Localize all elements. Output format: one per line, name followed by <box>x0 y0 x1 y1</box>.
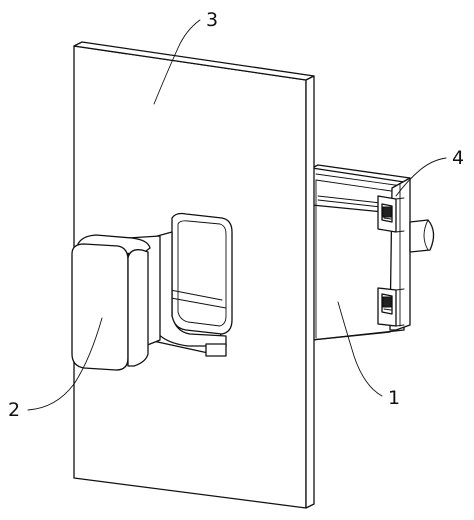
callout-3: 3 <box>153 9 218 105</box>
callout-label: 3 <box>206 9 218 31</box>
rear-housing <box>311 164 435 341</box>
callout-label: 4 <box>452 147 464 169</box>
callout-4: 4 <box>395 147 464 197</box>
upper-clip <box>377 195 405 233</box>
callout-1: 1 <box>337 301 400 409</box>
callout-label: 1 <box>388 387 400 409</box>
hook <box>71 212 233 371</box>
callout-label: 2 <box>8 399 20 421</box>
callout-2: 2 <box>8 317 103 421</box>
lower-clip <box>377 287 405 327</box>
